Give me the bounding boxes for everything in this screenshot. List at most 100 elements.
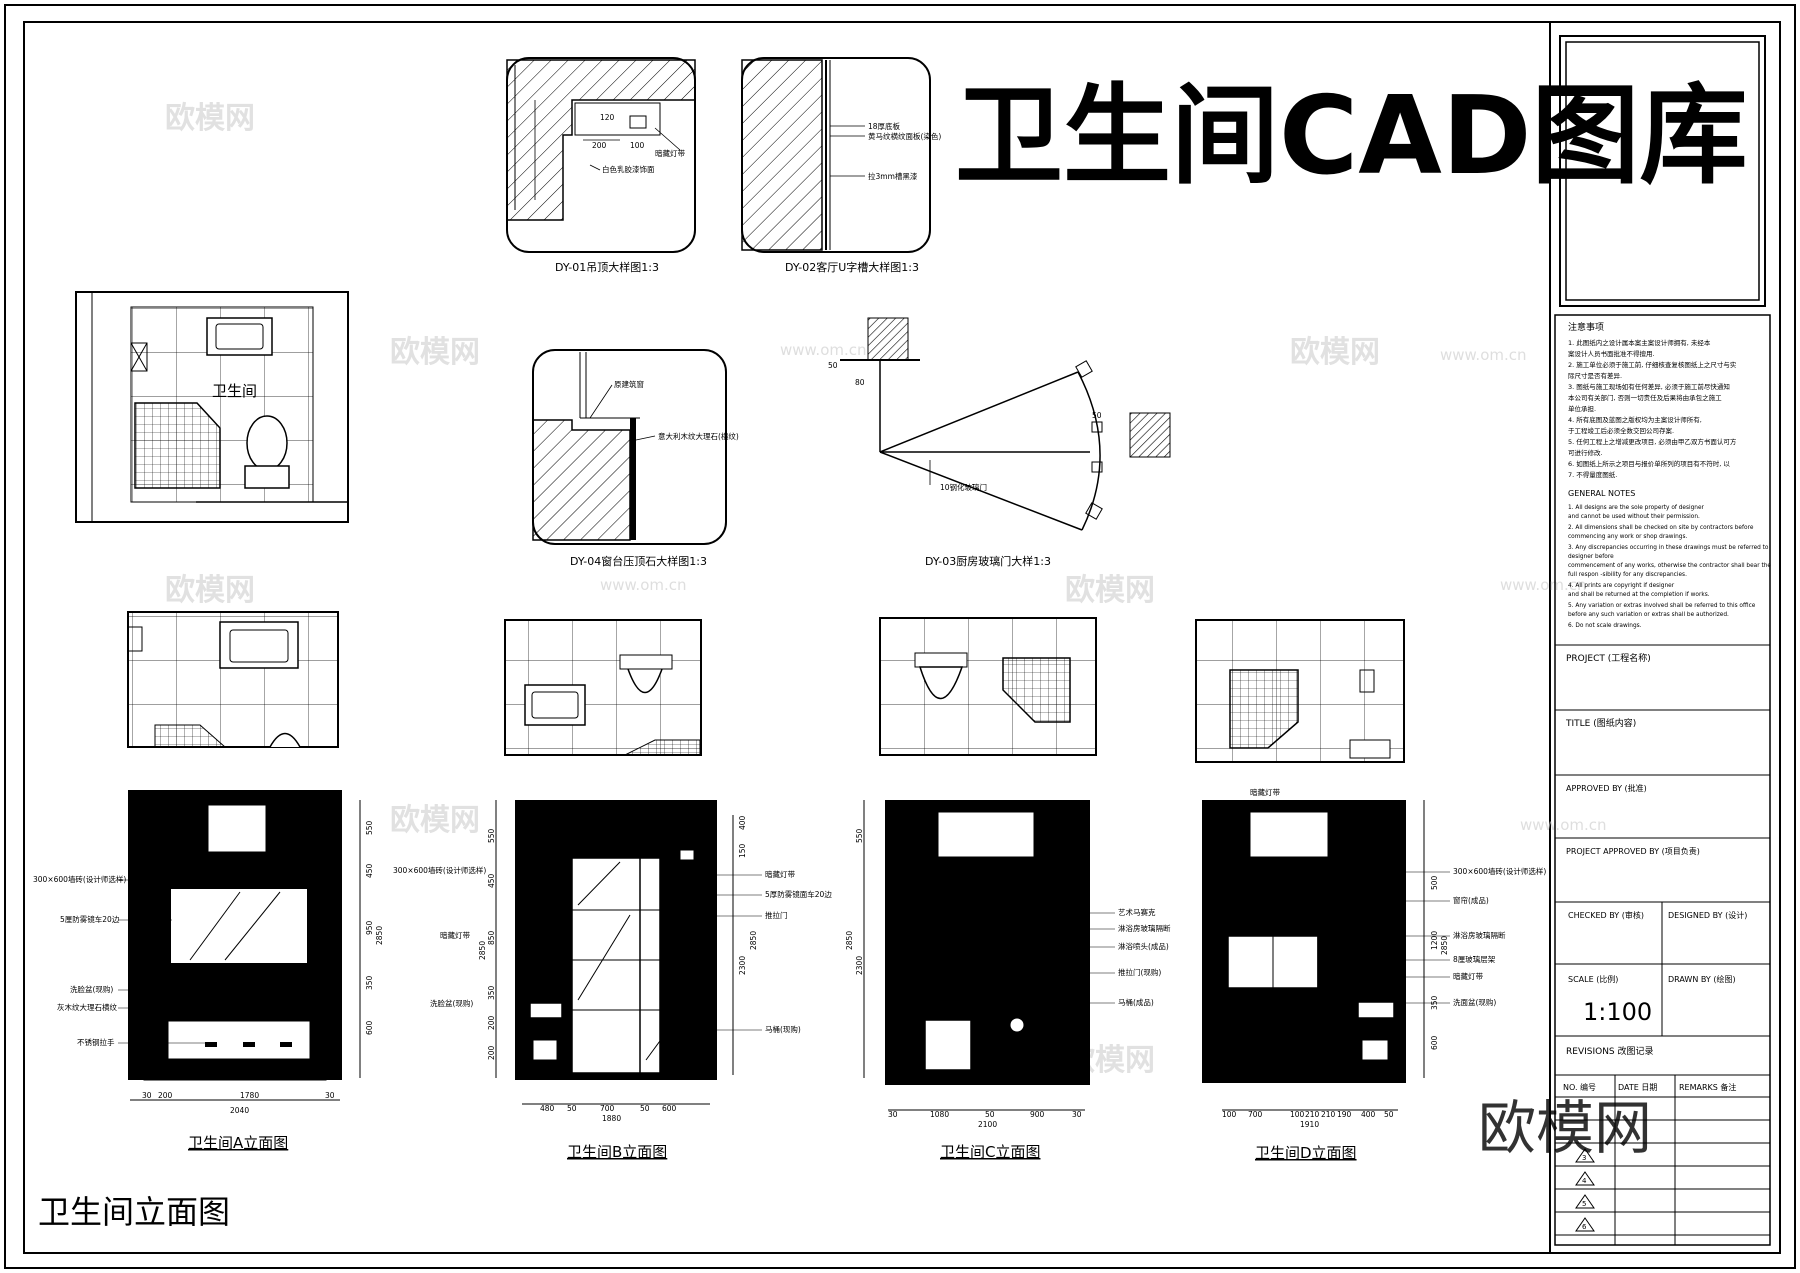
svg-text:2. 施工单位必须于施工前, 仔细核查复核图纸上之尺寸与实: 2. 施工单位必须于施工前, 仔细核查复核图纸上之尺寸与实 (1568, 360, 1737, 369)
svg-text:6: 6 (1582, 1223, 1587, 1231)
svg-text:4. 所有底图及蓝图之版权均为主案设计师所有,: 4. 所有底图及蓝图之版权均为主案设计师所有, (1568, 415, 1702, 424)
svg-text:2040: 2040 (230, 1106, 249, 1115)
watermark: 欧模网 (390, 803, 480, 838)
svg-text:950: 950 (365, 920, 374, 935)
svg-text:5. Any variation or extras inv: 5. Any variation or extras involved shal… (1568, 603, 1756, 609)
svg-text:30: 30 (325, 1091, 335, 1100)
svg-text:450: 450 (365, 863, 374, 878)
svg-text:1910: 1910 (1300, 1120, 1319, 1129)
svg-text:2850: 2850 (1440, 936, 1449, 955)
svg-text:淋浴房玻璃隔断: 淋浴房玻璃隔断 (1453, 930, 1506, 940)
watermark-url: www.om.cn (1440, 346, 1527, 364)
svg-text:30: 30 (888, 1110, 898, 1119)
svg-text:淋浴房玻璃隔断: 淋浴房玻璃隔断 (1118, 923, 1171, 933)
svg-text:2850: 2850 (478, 941, 487, 960)
svg-text:200: 200 (487, 1045, 496, 1060)
detail-dy01: 120 200 100 暗藏灯带 白色乳胶漆饰面 DY-01吊顶大样图1:3 (506, 57, 696, 274)
svg-text:350: 350 (1430, 995, 1439, 1010)
svg-text:单位承担.: 单位承担. (1568, 404, 1596, 413)
svg-text:30: 30 (1072, 1110, 1082, 1119)
detail-dy01-caption: DY-01吊顶大样图1:3 (555, 260, 659, 274)
svg-text:and shall be returned at the c: and shall be returned at the completion … (1568, 592, 1710, 598)
svg-text:400: 400 (738, 815, 747, 830)
svg-text:200: 200 (158, 1091, 173, 1100)
svg-text:意大利木纹大理石(横纹): 意大利木纹大理石(横纹) (658, 431, 739, 441)
svg-text:DRAWN BY (绘图): DRAWN BY (绘图) (1668, 974, 1736, 984)
svg-text:案设计人员书面批准不得擅用.: 案设计人员书面批准不得擅用. (1568, 349, 1655, 358)
svg-text:4. All prints are copyright if: 4. All prints are copyright if designer (1568, 583, 1675, 589)
svg-text:1080: 1080 (930, 1110, 949, 1119)
svg-text:and cannot be used without th: and cannot be used without their permiss… (1568, 514, 1700, 520)
svg-text:8厘玻璃层架: 8厘玻璃层架 (1453, 954, 1496, 964)
detail-dy04-caption: DY-04窗台压顶石大样图1:3 (570, 554, 707, 568)
outer-border (4, 4, 1796, 1269)
svg-text:350: 350 (487, 985, 496, 1000)
svg-text:暗藏灯带: 暗藏灯带 (440, 930, 470, 940)
svg-text:3. 图纸与施工现场如有任何差异, 必须于施工前尽快通知: 3. 图纸与施工现场如有任何差异, 必须于施工前尽快通知 (1568, 382, 1730, 391)
svg-text:400: 400 (1361, 1110, 1376, 1119)
detail-dy02: 18厚底板 黄马纹横纹面板(染色) 拉3mm槽黑漆 DY-02客厅U字槽大样图1… (741, 57, 941, 274)
svg-text:200: 200 (592, 141, 607, 150)
elevation-a: 300×600墙砖(设计师选样) 5厘防雾镜车20边 洗脸盆(现购) 灰木纹大理… (33, 790, 384, 1152)
svg-text:REVISIONS 改图记录: REVISIONS 改图记录 (1566, 1045, 1654, 1057)
svg-text:APPROVED BY (批准): APPROVED BY (批准) (1566, 783, 1647, 793)
svg-text:暗藏灯带: 暗藏灯带 (1250, 787, 1280, 797)
banner-title: 卫生间CAD图库 (955, 74, 1748, 199)
svg-text:120: 120 (600, 113, 615, 122)
svg-text:暗藏灯带: 暗藏灯带 (655, 148, 685, 158)
svg-text:于工程竣工后必须全数交回公司存案.: 于工程竣工后必须全数交回公司存案. (1568, 426, 1674, 435)
svg-text:150: 150 (738, 843, 747, 858)
svg-text:300×600墙砖(设计师选样): 300×600墙砖(设计师选样) (393, 865, 486, 875)
svg-text:450: 450 (487, 873, 496, 888)
svg-text:洗面盆(现购): 洗面盆(现购) (1453, 997, 1496, 1007)
svg-text:6. 如图纸上所示之项目与报价单所列的项目有不符时, 以: 6. 如图纸上所示之项目与报价单所列的项目有不符时, 以 (1568, 459, 1730, 468)
svg-text:推拉门: 推拉门 (765, 910, 788, 920)
svg-text:PROJECT (工程名称): PROJECT (工程名称) (1566, 652, 1651, 664)
svg-text:SCALE (比例): SCALE (比例) (1568, 974, 1618, 984)
svg-text:本公司有关部门, 否则一切责任及后果将由承包之施工: 本公司有关部门, 否则一切责任及后果将由承包之施工 (1568, 393, 1722, 402)
svg-text:550: 550 (365, 820, 374, 835)
watermark: 欧模网 (1065, 573, 1155, 608)
svg-text:550: 550 (855, 828, 864, 843)
watermark-logo: 欧模网 (1478, 1094, 1652, 1162)
svg-text:1880: 1880 (602, 1114, 621, 1123)
watermarks: 欧模网 www.om.cn 欧模网 欧模网 www.om.cn www.om.c… (165, 101, 1607, 1078)
watermark: 欧模网 (165, 101, 255, 136)
svg-text:暗藏灯带: 暗藏灯带 (765, 869, 795, 879)
svg-text:190: 190 (1337, 1110, 1352, 1119)
svg-text:CHECKED BY (审核): CHECKED BY (审核) (1568, 910, 1644, 920)
svg-text:before any such variation or e: before any such variation or extras shal… (1568, 612, 1729, 618)
svg-text:3. Any discrepancies occurring: 3. Any discrepancies occurring in these … (1568, 545, 1769, 551)
mini-plan-a (127, 611, 339, 748)
watermark-url: www.om.cn (1520, 816, 1607, 834)
elevation-b-title: 卫生间B立面图 (567, 1143, 667, 1161)
svg-text:1200: 1200 (1430, 931, 1439, 950)
svg-text:TITLE (图纸内容): TITLE (图纸内容) (1565, 717, 1636, 729)
elevation-c-title: 卫生间C立面图 (940, 1143, 1040, 1161)
svg-text:80: 80 (855, 378, 865, 387)
watermark: 欧模网 (165, 573, 255, 608)
svg-text:2300: 2300 (855, 956, 864, 975)
mini-plan-b (504, 619, 702, 756)
svg-text:艺术马赛克: 艺术马赛克 (1118, 907, 1156, 917)
svg-text:200: 200 (487, 1015, 496, 1030)
svg-text:50: 50 (828, 361, 838, 370)
svg-text:700: 700 (1248, 1110, 1263, 1119)
svg-text:commencing any work or shop dr: commencing any work or shop drawings. (1568, 534, 1688, 540)
svg-text:推拉门(现购): 推拉门(现购) (1118, 967, 1161, 977)
svg-text:窗帘(成品): 窗帘(成品) (1453, 895, 1489, 905)
svg-text:原建筑窗: 原建筑窗 (614, 379, 644, 389)
svg-text:1780: 1780 (240, 1091, 259, 1100)
detail-dy02-caption: DY-02客厅U字槽大样图1:3 (785, 260, 919, 274)
svg-text:DESIGNED BY (设计): DESIGNED BY (设计) (1668, 910, 1747, 920)
svg-text:灰木纹大理石横纹: 灰木纹大理石横纹 (57, 1002, 117, 1012)
svg-text:2300: 2300 (738, 956, 747, 975)
svg-text:210: 210 (1305, 1110, 1320, 1119)
title-block: 注意事项 1. 此图纸内之设计属本案主案设计师拥有, 未经本 案设计人员书面批准… (1554, 35, 1771, 1246)
svg-text:50: 50 (567, 1104, 577, 1113)
svg-text:350: 350 (365, 975, 374, 990)
elevation-c: 艺术马赛克 淋浴房玻璃隔断 淋浴喷头(成品) 推拉门(现购) 马桶(成品) 55… (845, 800, 1171, 1161)
svg-text:不锈钢拉手: 不锈钢拉手 (77, 1037, 115, 1047)
svg-text:白色乳胶漆饰面: 白色乳胶漆饰面 (602, 164, 655, 174)
